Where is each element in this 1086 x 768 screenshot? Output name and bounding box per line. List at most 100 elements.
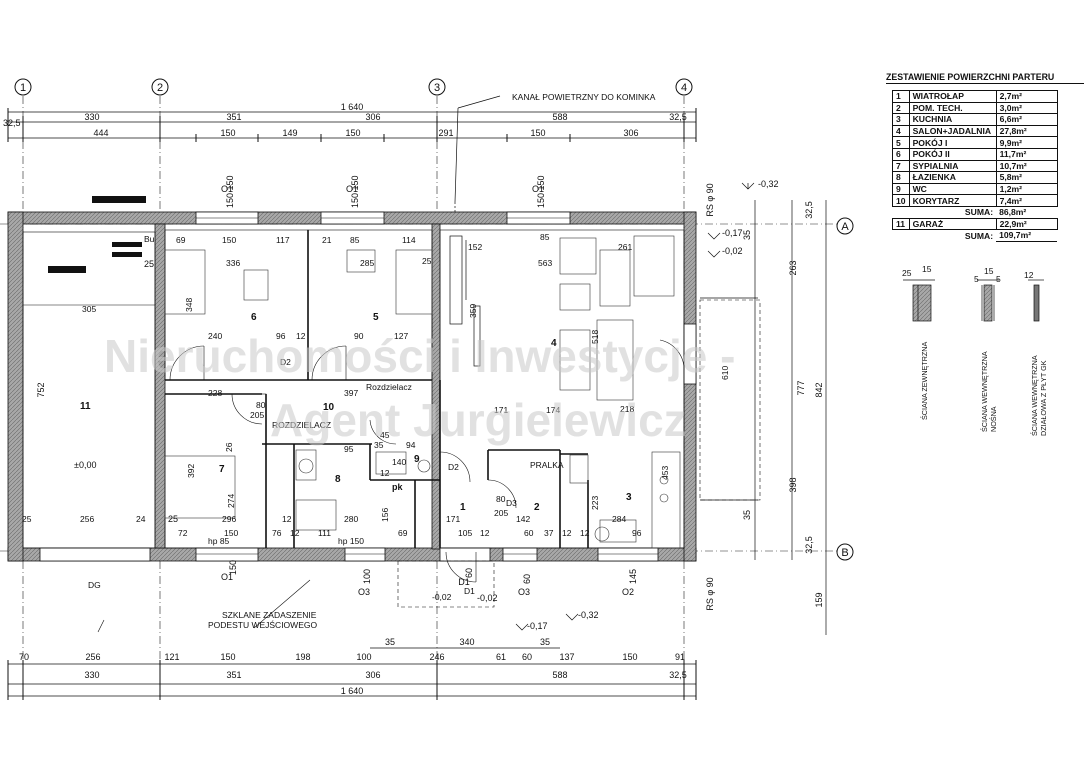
wall-label-ext: ŚCIANA ZEWNĘTRZNA — [920, 341, 929, 420]
window-dim-bottom: 150 — [228, 560, 238, 575]
area-row-name: ŁAZIENKA — [908, 171, 997, 184]
dim-bottom: 70 — [19, 652, 29, 662]
area-row-value: 27,8m² — [996, 124, 1058, 138]
room-number-1: 1 — [460, 502, 466, 513]
dim-top: 150 — [530, 128, 545, 138]
interior-dim: 261 — [618, 242, 632, 252]
bottom-dimensions: 70 256 121 150 198 100 246 61 60 137 150… — [19, 637, 687, 696]
level-marks: -0,32 -0,17 -0,02 ±0,00 -0,02 -0,17 -0,3… — [74, 179, 779, 631]
dim-bottom: 100 — [356, 652, 371, 662]
window-tag: O1 — [221, 184, 233, 194]
interior-dim: 142 — [516, 514, 530, 524]
interior-dim: 12 — [282, 514, 292, 524]
label-hp: hp 85 — [208, 536, 230, 546]
label-hp: hp 150 — [338, 536, 364, 546]
interior-dim: 336 — [226, 258, 240, 268]
room-number-2: 2 — [534, 502, 540, 513]
area-row-number: 10 — [892, 194, 910, 207]
interior-dim: 284 — [612, 514, 626, 524]
dim-bottom: 61 — [496, 652, 506, 662]
interior-dim: 285 — [360, 258, 374, 268]
axis-label-3: 3 — [434, 82, 440, 94]
area-row: SUMA:109,7m² — [893, 229, 1058, 242]
dim-bottom: 330 — [84, 670, 99, 680]
dim-left: 25 — [144, 259, 154, 269]
area-row-number — [893, 206, 910, 218]
interior-dim: 240 — [208, 331, 222, 341]
wall-dim: 12 — [1024, 270, 1034, 280]
label-door: D3 — [506, 498, 517, 508]
area-row-name: KUCHNIA — [908, 113, 997, 126]
dim-top: 444 — [93, 128, 108, 138]
dim-left: 25 — [168, 514, 178, 524]
window-tag: O1 — [532, 184, 544, 194]
dim-bottom: 588 — [552, 670, 567, 680]
interior-dim: 274 — [226, 494, 236, 508]
dimension-ticks — [7, 108, 697, 700]
area-row-value: 7,4m² — [996, 194, 1058, 207]
interior-dim: 24 — [136, 514, 146, 524]
interior-dim: 453 — [660, 466, 670, 480]
area-row-name: SYPIALNIA — [908, 159, 997, 173]
label-podestu: PODESTU WEJŚCIOWEGO — [208, 619, 317, 630]
window-dim: 150 150 — [350, 175, 360, 208]
interior-dim: 114 — [402, 235, 416, 245]
window-dim-bottom: 145 — [628, 569, 638, 584]
level-mark: -0,02 — [477, 593, 498, 603]
wall-dim: 5 — [996, 274, 1001, 284]
interior-dim: 96 — [276, 331, 286, 341]
interior-dim: 12 — [562, 528, 572, 538]
dim-top: 306 — [365, 112, 380, 122]
label-kanal: KANAŁ POWIETRZNY DO KOMINKA — [512, 92, 656, 102]
interior-dimensions: 69 150 117 21 85 114 152 85 261 336 285 … — [22, 232, 730, 538]
window-dim-bottom: 100 — [362, 569, 372, 584]
interior-dim: 171 — [446, 514, 460, 524]
area-row-value: 10,7m² — [996, 159, 1058, 173]
area-row-value: 9,9m² — [996, 136, 1058, 149]
dim-left: 752 — [36, 382, 46, 397]
label-door: D1 — [464, 586, 475, 596]
interior-dim: 12 — [296, 331, 306, 341]
area-row-number: 1 — [892, 90, 910, 103]
porch-canopy — [397, 299, 761, 608]
interior-dim: 95 — [344, 444, 354, 454]
window-tag-bottom: D1 — [458, 577, 470, 587]
area-row-name: KORYTARZ — [908, 194, 997, 207]
interior-dim: 228 — [208, 388, 222, 398]
svg-text:-0,02: -0,02 — [432, 592, 452, 602]
interior-dim: 397 — [344, 388, 358, 398]
dim-top: 291 — [438, 128, 453, 138]
area-row-name: SUMA: — [964, 207, 994, 218]
area-row-name: POKÓJ II — [908, 147, 997, 161]
axis-label-B: B — [841, 547, 848, 559]
dim-bottom: 121 — [164, 652, 179, 662]
window-tag-bottom: O3 — [358, 587, 370, 597]
wall-dim: 15 — [984, 266, 994, 276]
label-pralka: PRALKA — [530, 460, 564, 470]
door-swings — [169, 339, 685, 583]
interior-dim: 280 — [344, 514, 358, 524]
area-row-value: 22,9m² — [996, 217, 1058, 231]
interior-dim: 80 — [496, 494, 506, 504]
window-tag-bottom: O3 — [518, 587, 530, 597]
interior-dim: 94 — [406, 440, 416, 450]
interior-dim: 12 — [580, 528, 590, 538]
interior-dim: 12 — [480, 528, 490, 538]
dim-bottom: 35 — [540, 637, 550, 647]
interior-dim: 359 — [468, 304, 478, 318]
interior-dim: 610 — [720, 366, 730, 380]
area-row-name: WIATROŁAP — [908, 90, 997, 103]
wall-legend-dims: 25 15 5 15 5 12 — [902, 264, 1034, 284]
label-bu: Bu — [144, 234, 155, 244]
dim-bottom: 137 — [559, 652, 574, 662]
room-number-4: 4 — [551, 338, 557, 349]
interior-dim: 171 — [494, 405, 508, 415]
dim-right: 842 — [814, 382, 824, 397]
interior-dim: 60 — [524, 528, 534, 538]
interior-dim: 152 — [468, 242, 482, 252]
